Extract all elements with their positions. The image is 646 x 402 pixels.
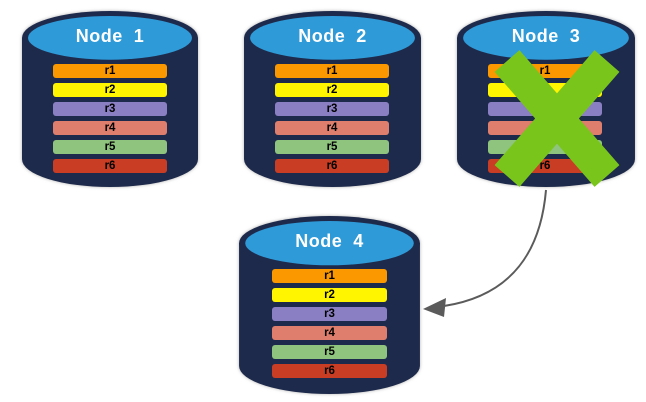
cylinder-top-face [250, 15, 415, 60]
row-r4: r4 [275, 121, 389, 135]
arrow-curve [443, 189, 547, 307]
node-3: Node 3 r1 r2 r3 r4 r5 r6 [455, 7, 637, 190]
row-r5: r5 [53, 140, 167, 154]
row-r6: r6 [275, 159, 389, 173]
arrow-head [423, 298, 446, 317]
node-2: Node 2 r1 r2 r3 r4 r5 r6 [242, 7, 423, 190]
node-1: Node 1 r1 r2 r3 r4 r5 r6 [20, 7, 200, 190]
row-r4: r4 [53, 121, 167, 135]
x-stroke-2 [494, 50, 620, 187]
cylinder-top-face [28, 15, 192, 60]
row-r1: r1 [272, 269, 387, 283]
row-r1: r1 [53, 64, 167, 78]
x-mark-icon [494, 50, 620, 187]
node-4: Node 4 r1 r2 r3 r4 r5 r6 [237, 212, 422, 397]
row-r5: r5 [275, 140, 389, 154]
row-list: r1 r2 r3 r4 r5 r6 [272, 269, 387, 383]
node-title: Node 3 [511, 26, 581, 46]
row-r2: r2 [275, 83, 389, 97]
row-r2: r2 [272, 288, 387, 302]
row-r3: r3 [53, 102, 167, 116]
row-list: r1 r2 r3 r4 r5 r6 [275, 64, 389, 178]
row-r4: r4 [272, 326, 387, 340]
row-list: r1 r2 r3 r4 r5 r6 [53, 64, 167, 178]
row-r2: r2 [53, 83, 167, 97]
node-title: Node 2 [298, 26, 367, 46]
row-r5: r5 [272, 345, 387, 359]
row-r3: r3 [272, 307, 387, 321]
row-r1: r1 [275, 64, 389, 78]
node-title: Node 4 [295, 231, 364, 251]
row-r6: r6 [53, 159, 167, 173]
row-r6: r6 [272, 364, 387, 378]
row-r3: r3 [275, 102, 389, 116]
cylinder-top-face [245, 221, 414, 266]
node-title: Node 1 [75, 26, 145, 46]
cylinder-top-face [463, 15, 629, 60]
